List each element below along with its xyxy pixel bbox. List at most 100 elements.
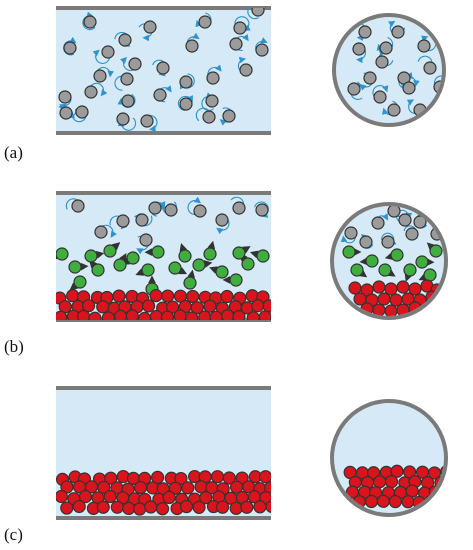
grey-particle <box>255 203 269 217</box>
red-particle <box>396 280 410 294</box>
red-particle <box>240 500 254 514</box>
grey-particle <box>179 75 193 89</box>
red-particle <box>125 309 139 320</box>
green-particle <box>423 268 437 282</box>
green-particle <box>403 263 417 277</box>
grey-particle <box>156 61 170 75</box>
red-particle <box>138 311 152 320</box>
red-particle <box>72 499 86 514</box>
channel-particles-b <box>56 196 271 320</box>
panel-c <box>56 386 457 520</box>
grey-particle <box>215 213 229 227</box>
green-particle <box>141 263 155 277</box>
grey-particle <box>402 81 416 95</box>
grey-particle <box>363 71 377 85</box>
green-particle <box>168 261 182 275</box>
red-particle <box>222 471 236 485</box>
grey-particle <box>381 235 395 249</box>
grey-particle <box>128 57 142 71</box>
channel-particles-a <box>58 8 269 132</box>
green-particle <box>126 251 140 265</box>
red-particle <box>112 289 126 303</box>
red-particle <box>181 481 195 495</box>
panel-label-c: (c) <box>4 525 23 544</box>
red-particle <box>384 304 398 316</box>
grey-particle <box>423 61 437 75</box>
red-particle <box>258 310 271 320</box>
red-particle <box>190 301 204 315</box>
grey-particle <box>140 114 154 128</box>
red-particle <box>203 299 217 313</box>
green-particle <box>68 260 82 274</box>
pipe-wall-a <box>332 13 446 127</box>
green-particle <box>215 265 229 279</box>
grey-particle <box>371 216 385 230</box>
red-particle <box>390 464 404 478</box>
red-particle <box>56 489 68 504</box>
red-particle <box>348 281 362 295</box>
red-particle <box>185 311 199 320</box>
green-particle <box>229 273 243 287</box>
green-particle <box>390 248 404 262</box>
red-particle <box>401 495 415 509</box>
grey-particle <box>75 105 89 119</box>
green-particle <box>91 263 105 277</box>
red-particle <box>133 480 148 495</box>
red-particle <box>133 502 147 516</box>
grey-particle <box>63 41 77 55</box>
green-particle <box>365 254 379 268</box>
green-particle <box>342 245 356 259</box>
grey-particle <box>135 213 149 227</box>
grey-particle <box>120 72 134 86</box>
green-particle <box>73 275 87 289</box>
green-particle <box>183 276 197 290</box>
red-particle <box>186 289 200 304</box>
red-particle <box>259 491 271 505</box>
green-particle <box>84 249 98 263</box>
red-particle <box>104 471 118 485</box>
panel-a <box>56 6 446 135</box>
red-particle <box>367 466 381 480</box>
grey-particle <box>387 103 401 117</box>
grey-particle <box>71 199 85 213</box>
panel-b <box>56 191 448 322</box>
red-particle <box>155 502 170 516</box>
red-particle <box>258 470 271 484</box>
grey-particle <box>229 37 243 51</box>
green-particle <box>203 247 217 261</box>
red-particle <box>194 480 208 494</box>
grey-particle <box>116 214 130 228</box>
red-particle <box>151 470 165 484</box>
grey-particle <box>121 94 135 108</box>
green-particle <box>241 257 255 271</box>
red-particle <box>265 500 271 514</box>
grey-particle <box>206 71 220 85</box>
red-particle <box>210 470 225 484</box>
red-particle <box>377 292 391 306</box>
grey-particle <box>255 43 269 57</box>
grey-particle <box>93 69 107 83</box>
red-particle <box>388 494 402 509</box>
red-particle <box>445 476 457 488</box>
grey-particle <box>347 82 361 96</box>
red-particle <box>78 489 93 504</box>
motion-arrow <box>177 95 193 111</box>
red-particle <box>66 289 80 303</box>
grey-particle <box>185 39 199 53</box>
motion-arrow <box>234 16 251 31</box>
red-particle <box>144 500 158 514</box>
red-particle <box>96 300 110 314</box>
grey-particle <box>398 213 412 227</box>
red-particle <box>101 311 115 320</box>
grey-particle <box>251 8 265 17</box>
red-particle <box>161 289 175 303</box>
channel-particles-c <box>56 469 271 516</box>
red-particle <box>60 501 74 515</box>
grey-particle <box>413 215 427 229</box>
red-particle <box>97 480 111 495</box>
motion-arrow <box>92 49 111 64</box>
motion-arrow <box>247 8 259 20</box>
green-particle <box>256 249 270 263</box>
grey-particle <box>239 63 253 77</box>
